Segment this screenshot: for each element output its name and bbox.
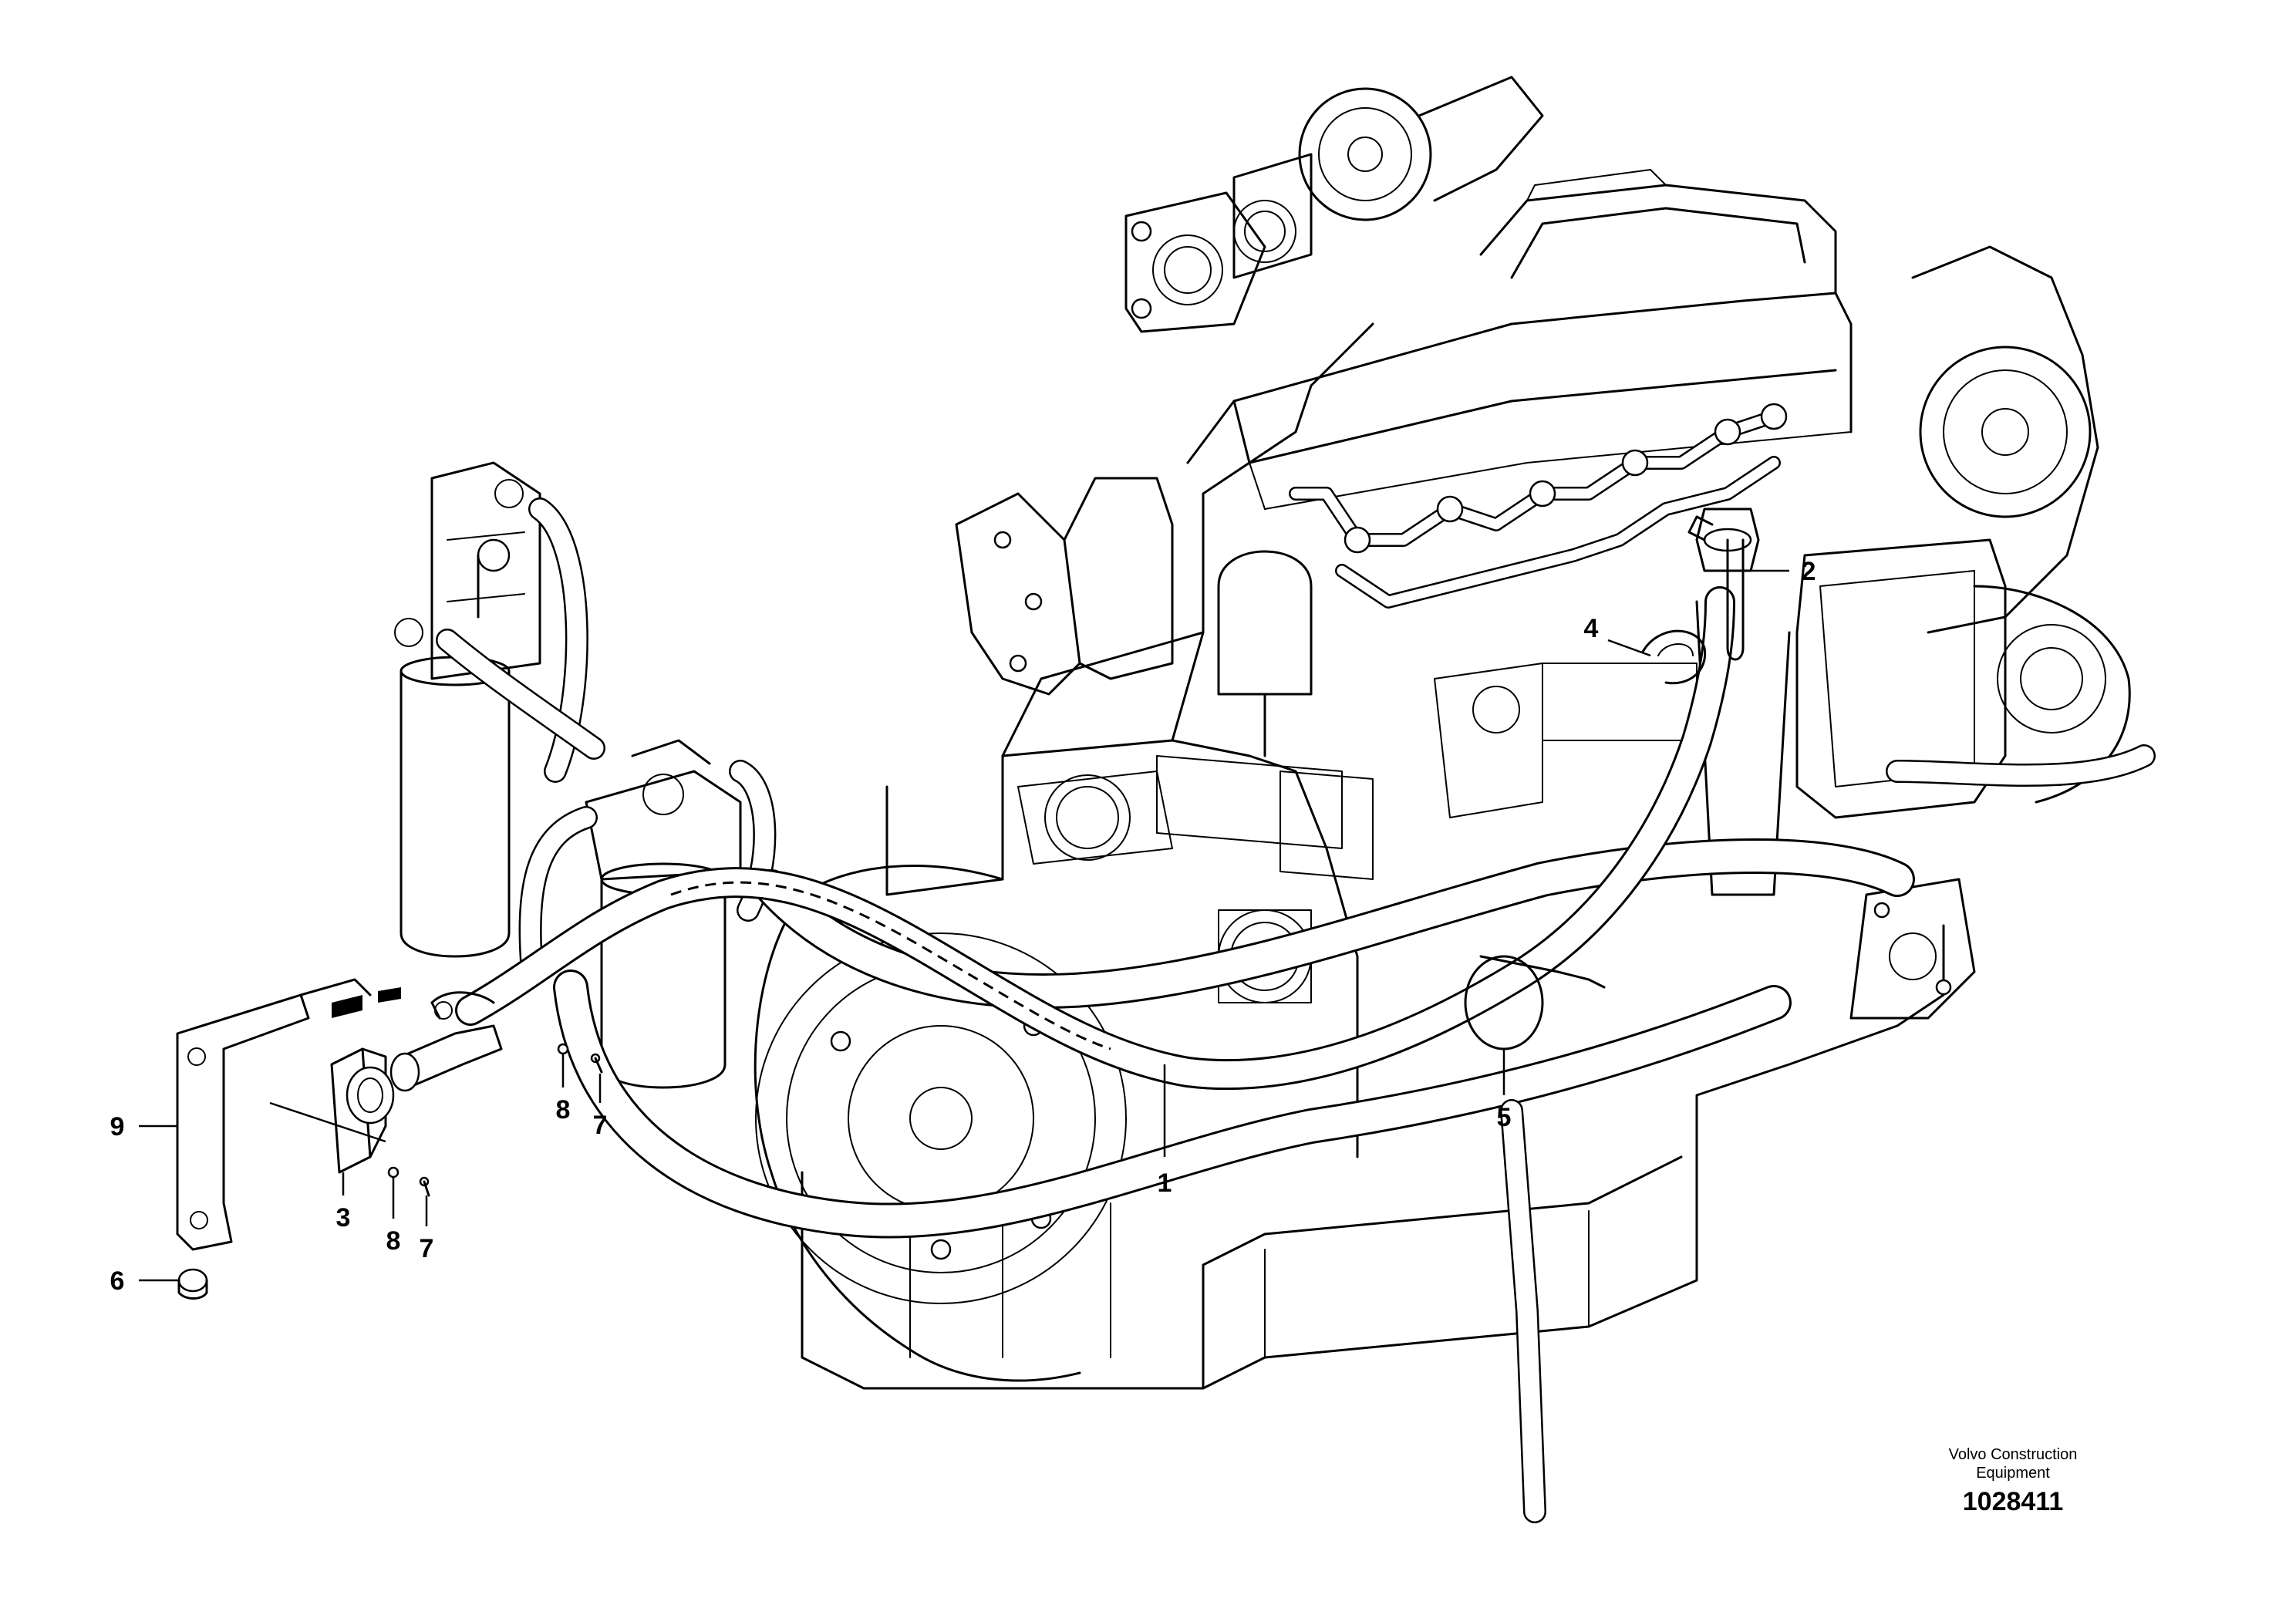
part-6-nut xyxy=(177,1268,208,1300)
callout-2: 2 xyxy=(1802,557,1816,586)
leader-lines xyxy=(139,569,1789,1282)
part-1-hose xyxy=(455,586,1735,1091)
callout-9: 9 xyxy=(110,1112,125,1141)
callout-1: 1 xyxy=(1158,1168,1172,1198)
callout-7b: 7 xyxy=(420,1234,434,1263)
hose-connector xyxy=(389,991,503,1092)
callout-3: 3 xyxy=(336,1203,351,1233)
publisher-line-1: Volvo Construction xyxy=(1948,1446,2078,1463)
part-9-bracket xyxy=(176,978,401,1251)
callout-8b: 8 xyxy=(386,1226,401,1256)
fasteners xyxy=(387,1043,603,1197)
coolant-hoses xyxy=(553,744,2156,1523)
fuel-filter-assembly xyxy=(394,461,777,1089)
callout-4: 4 xyxy=(1584,614,1599,643)
document-number: 1028411 xyxy=(1962,1487,2064,1516)
callout-8a: 8 xyxy=(556,1095,571,1125)
part-3-clip xyxy=(330,1047,395,1174)
callout-labels: 1 2 4 5 9 6 3 8 7 8 7 xyxy=(110,557,1816,1296)
publisher-line-2: Equipment xyxy=(1976,1465,2050,1482)
callout-6: 6 xyxy=(110,1266,125,1296)
engine-assembly xyxy=(754,76,2131,1390)
publisher-label: Volvo Construction Equipment xyxy=(1913,1445,2113,1482)
callout-5: 5 xyxy=(1497,1103,1512,1132)
part-4-grommet xyxy=(1641,629,1707,685)
part-2-dipstick xyxy=(1687,508,1760,661)
callout-7a: 7 xyxy=(593,1111,608,1140)
